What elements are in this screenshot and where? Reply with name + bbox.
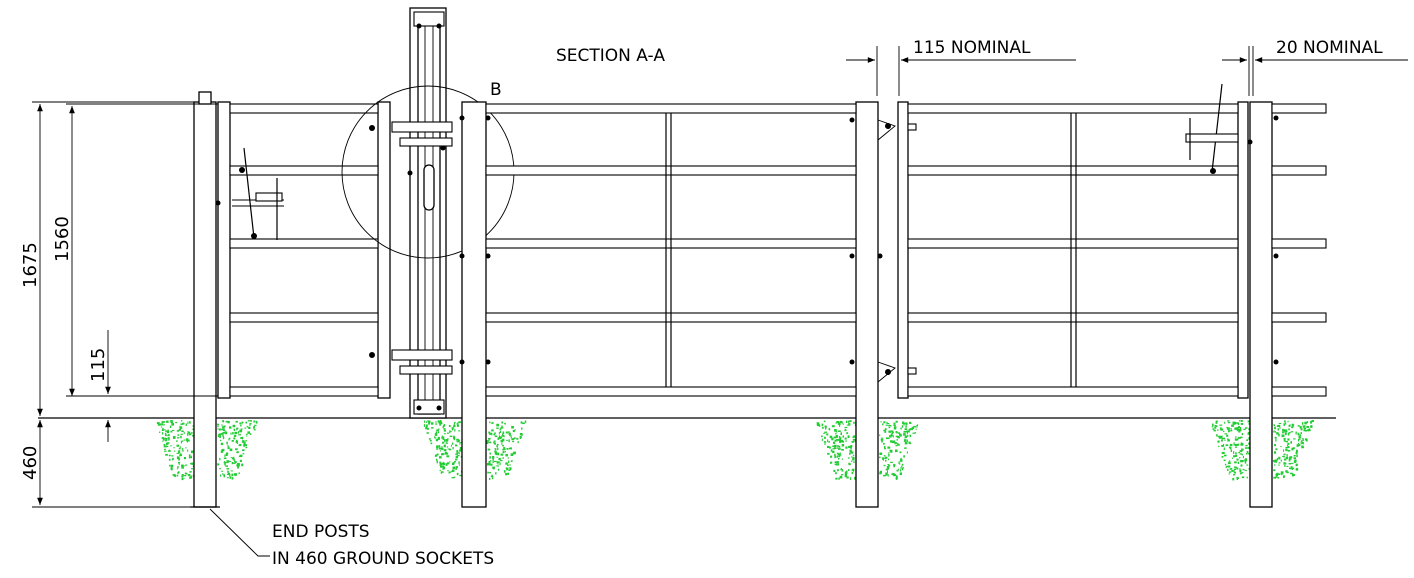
dim-460: 460 (20, 446, 41, 480)
left-gate-rail-3 (229, 238, 379, 249)
detail-ref-b: B (490, 80, 502, 100)
left-gate-rail-4 (229, 312, 379, 323)
ground-patches (156, 420, 1314, 481)
dim-115: 115 (88, 348, 109, 382)
dim-1560: 1560 (52, 216, 73, 262)
right-stub-rails (1271, 103, 1327, 397)
end-posts-note-1: END POSTS (272, 522, 370, 542)
ground-socket-patch (1211, 420, 1314, 481)
end-post-cap (198, 91, 212, 105)
left-gate-rail-1 (229, 103, 379, 114)
dim-1675: 1675 (20, 242, 41, 288)
post-4 (1249, 101, 1273, 508)
left-gate-stile-b (377, 101, 391, 399)
section-title: SECTION A-A (556, 46, 665, 66)
dim-20-nominal: 20 NOMINAL (1276, 38, 1383, 58)
end-post-leader (209, 508, 270, 557)
right-gate (849, 83, 1279, 399)
latch-left (215, 147, 284, 240)
dim-115-nominal: 115 NOMINAL (913, 38, 1031, 58)
end-posts-note-2: IN 460 GROUND SOCKETS (272, 549, 494, 569)
left-gate-rail-5 (229, 386, 379, 397)
post-3 (855, 101, 879, 508)
hinge-post-assembly (369, 7, 453, 419)
left-gate (190, 91, 391, 508)
post-2 (461, 101, 487, 508)
left-gate-rail-2 (229, 165, 379, 176)
end-post-left (193, 101, 217, 508)
middle-panel (459, 103, 857, 397)
left-gate-stile-a (217, 101, 231, 399)
ground-socket-patch (156, 420, 258, 481)
ground-socket-patch (423, 420, 527, 480)
